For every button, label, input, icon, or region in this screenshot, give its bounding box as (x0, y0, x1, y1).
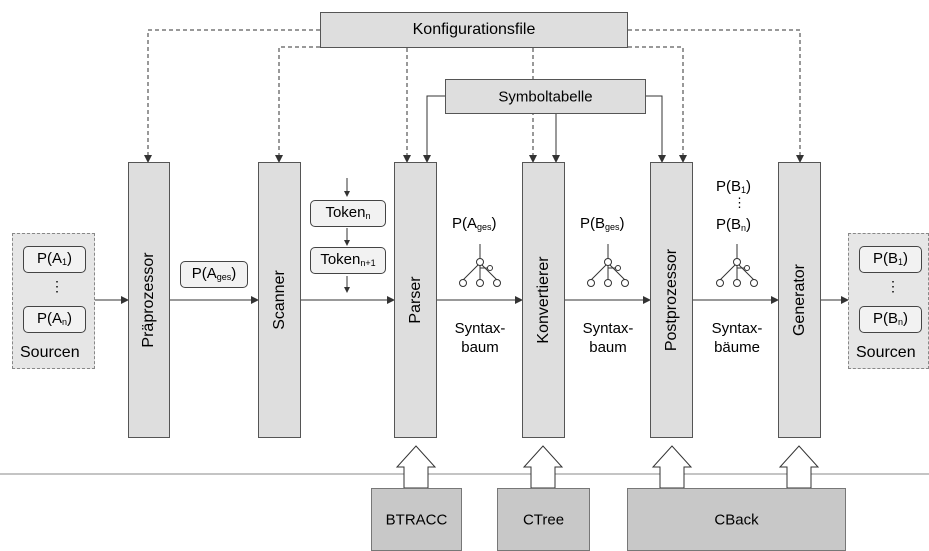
source-left-dots: ⋮ (50, 278, 64, 294)
converter-stage: Konvertierer (522, 162, 565, 438)
generator-label: Generator (790, 263, 808, 337)
symtab-to-parser-line (423, 95, 445, 163)
converter-label: Konvertierer (534, 256, 552, 344)
preprocessor-label: Präprozessor (140, 252, 157, 348)
scanner-stage: Scanner (258, 162, 301, 438)
cback-to-generator-arrow (778, 445, 820, 489)
cback-label: CBack (714, 511, 759, 528)
sources-right-label: Sourcen (856, 344, 916, 361)
config-to-generator-line (628, 29, 804, 163)
converter-tree-icon (587, 244, 629, 287)
source-a1: P(A1) (23, 246, 86, 273)
post-syntax-trees-label: Syntax- bäume (711, 320, 763, 356)
cback-to-postprocessor-arrow (651, 445, 693, 489)
config-to-preprocessor-line (144, 29, 320, 163)
pre-output-badge: P(Ages) (180, 261, 248, 288)
token-n1-badge: Tokenn+1 (310, 247, 386, 274)
sources-right-group: P(B1) ⋮ P(Bn) Sourcen (848, 233, 929, 369)
generator-stage: Generator (778, 162, 821, 438)
ctree-to-converter-arrow (522, 445, 564, 489)
postprocessor-label: Postprozessor (662, 248, 680, 352)
symtab-to-postprocessor-line (646, 95, 666, 163)
parser-syntax-tree-label: Syntax- baum (454, 320, 506, 356)
parser-output-label: P(Ages) (452, 215, 497, 232)
converter-output-label: P(Bges) (580, 215, 625, 232)
source-b1: P(B1) (859, 246, 922, 273)
parser-label: Parser (406, 276, 424, 324)
btracc-to-parser-arrow (395, 445, 437, 489)
converter-syntax-tree-label: Syntax- baum (582, 320, 634, 356)
post-output-first: P(B1) (716, 178, 752, 195)
post-output-last: P(Bn) (716, 216, 752, 233)
postprocessor-stage: Postprozessor (650, 162, 693, 438)
config-file-label: Konfigurationsfile (412, 21, 536, 38)
source-bn: P(Bn) (859, 306, 922, 333)
config-to-scanner-line (275, 46, 320, 163)
sources-left-label: Sourcen (20, 344, 80, 361)
symbol-table-label: Symboltabelle (498, 88, 593, 105)
symbol-table-box: Symboltabelle (445, 79, 646, 114)
parser-tree-icon (459, 244, 501, 287)
source-an: P(An) (23, 306, 86, 333)
token-n-badge: Tokenn (310, 200, 386, 227)
preprocessor-stage: Präprozessor (128, 162, 170, 438)
btracc-tool-box: BTRACC (371, 488, 462, 551)
parser-stage: Parser (394, 162, 437, 438)
btracc-label: BTRACC (385, 511, 448, 528)
config-file-box: Konfigurationsfile (320, 12, 628, 48)
postprocessor-tree-icon (716, 244, 758, 287)
post-output-dots: ⋮ (733, 195, 746, 210)
scanner-label: Scanner (270, 270, 288, 330)
source-right-dots: ⋮ (886, 278, 900, 294)
ctree-label: CTree (522, 511, 565, 528)
cback-tool-box: CBack (627, 488, 846, 551)
ctree-tool-box: CTree (497, 488, 590, 551)
sources-left-group: P(A1) ⋮ P(An) Sourcen (12, 233, 95, 369)
